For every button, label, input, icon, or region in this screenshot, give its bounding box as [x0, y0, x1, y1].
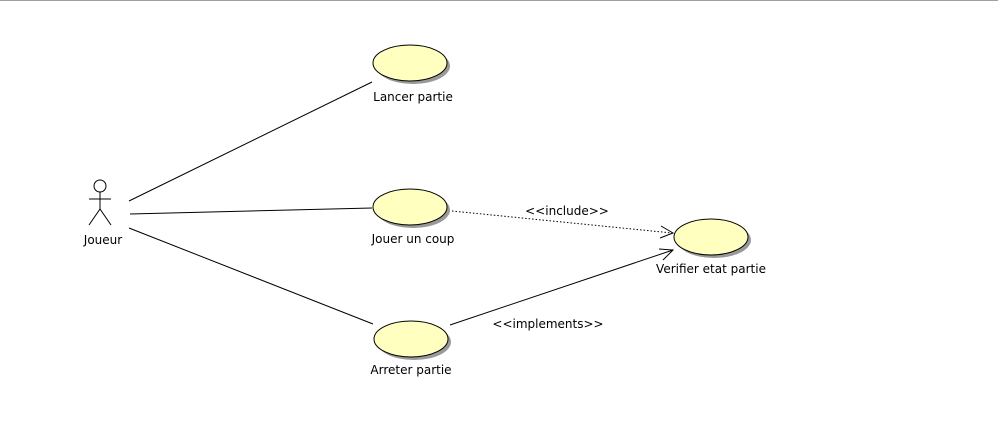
actor-label: Joueur: [83, 233, 122, 247]
use-case-lancer-partie[interactable]: Lancer partie: [372, 44, 453, 104]
top-divider: [0, 0, 998, 1]
association-jouer-un-coup[interactable]: [129, 207, 373, 215]
use-case-label: Lancer partie: [373, 90, 453, 104]
use-case-jouer-un-coup[interactable]: Jouer un coup: [371, 188, 455, 246]
use-case-label: Jouer un coup: [371, 232, 455, 246]
use-case-label: Verifier etat partie: [656, 262, 766, 276]
use-case-verifier-etat-partie[interactable]: Verifier etat partie: [656, 218, 766, 276]
actor-joueur[interactable]: Joueur: [83, 179, 122, 247]
use-case-label: Arreter partie: [370, 363, 451, 377]
include-dependency[interactable]: [451, 210, 675, 239]
include-stereotype-label: <<include>>: [525, 204, 609, 218]
association-arreter-partie[interactable]: [128, 227, 374, 325]
implements-relation[interactable]: [449, 248, 675, 326]
implements-stereotype-label: <<implements>>: [492, 317, 603, 331]
stick-figure-icon: [88, 179, 112, 226]
association-lancer-partie[interactable]: [128, 81, 373, 202]
use-case-arreter-partie[interactable]: Arreter partie: [370, 320, 452, 377]
